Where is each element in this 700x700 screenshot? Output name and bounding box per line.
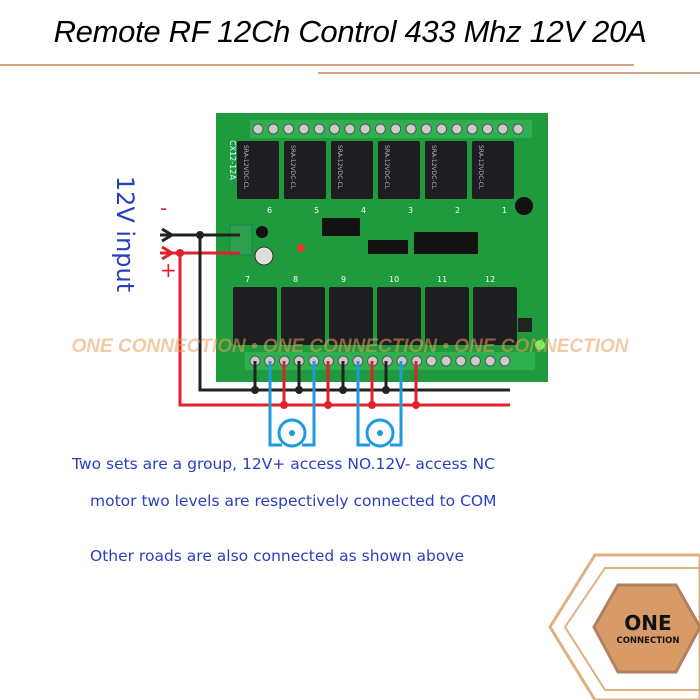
wires	[160, 227, 510, 448]
relay	[329, 287, 373, 345]
relay-board: SRA-12VDC-CL 1 7 SRA-12VDC-CL 2 8 SRA-12VDC-CL…	[216, 113, 548, 382]
logo-text-one: ONE	[624, 611, 671, 635]
motor-wire	[356, 361, 370, 447]
terminal-screw	[390, 123, 402, 135]
terminal-screw	[283, 123, 295, 135]
junction	[176, 249, 184, 257]
chip	[368, 240, 408, 254]
terminal-screw	[497, 123, 509, 135]
watermark: ONE CONNECTION • ONE CONNECTION • ONE CO…	[71, 336, 629, 357]
plus-sign: +	[160, 258, 177, 282]
terminal-screw	[484, 355, 496, 367]
relay	[425, 287, 469, 345]
terminal-screw	[425, 355, 437, 367]
terminal-screw	[267, 123, 279, 135]
channel-number: 9	[341, 275, 346, 284]
divider-line	[0, 64, 634, 66]
terminal-screw	[499, 355, 511, 367]
relay	[237, 141, 279, 199]
relay	[425, 141, 467, 199]
terminal-screw	[436, 123, 448, 135]
logo-text-connection: CONNECTION	[616, 636, 679, 646]
relay	[331, 141, 373, 199]
terminal-screw	[329, 123, 340, 135]
channel-number: 12	[485, 275, 495, 284]
junction	[368, 401, 376, 409]
terminal-screw	[313, 123, 325, 135]
terminal-screw	[344, 123, 356, 135]
motor-shaft	[289, 430, 295, 436]
arrow-icon	[161, 245, 175, 261]
terminal-screw	[455, 355, 467, 367]
relay-label: SRA-12VDC-CL	[336, 145, 343, 190]
minus-sign: -	[160, 196, 168, 220]
terminal-screw	[298, 123, 310, 135]
relay-label: SRA-12VDC-CL	[383, 145, 390, 190]
channel-number: 2	[455, 206, 460, 215]
capacitor	[254, 246, 274, 266]
caption-2: motor two levels are respectively connec…	[90, 492, 497, 510]
terminal-screw	[374, 123, 386, 135]
terminal-screw	[359, 123, 371, 135]
relay-label: SRA-12VDC-CL	[477, 145, 484, 190]
relay	[284, 141, 326, 199]
arrow-icon	[161, 227, 175, 243]
channel-number: 1	[502, 206, 507, 215]
relay	[281, 287, 325, 345]
relay-label: SRA-12VDC-CL	[289, 145, 296, 190]
junction	[339, 386, 347, 394]
relay	[472, 141, 514, 199]
motor-wire	[390, 361, 403, 447]
ir-receiver	[515, 197, 533, 215]
relay-label: SRA-12VDC-CL	[430, 145, 437, 190]
power-terminal	[229, 224, 253, 256]
relay	[377, 287, 421, 345]
logo: ONE CONNECTION	[548, 553, 700, 700]
board-model: CX12-12A	[228, 140, 237, 180]
channel-number: 4	[361, 206, 366, 215]
relay	[473, 287, 517, 345]
junction	[324, 401, 332, 409]
terminal-screw	[420, 123, 432, 135]
status-led	[535, 340, 545, 350]
capacitor	[256, 226, 268, 238]
relay	[378, 141, 420, 199]
terminal-screw	[451, 123, 463, 135]
terminal-screw	[470, 355, 481, 367]
bus-negative	[198, 235, 510, 392]
led	[297, 244, 305, 252]
junction	[412, 401, 420, 409]
divider-line	[318, 72, 700, 74]
motor-shaft	[377, 430, 383, 436]
motor-wire	[268, 361, 282, 447]
channel-number: 8	[293, 275, 298, 284]
product-title: Remote RF 12Ch Control 433 Mhz 12V 20A	[53, 14, 647, 49]
channel-number: 6	[267, 206, 272, 215]
terminal-screw	[482, 123, 493, 135]
terminal-screw	[252, 123, 264, 135]
channel-number: 7	[245, 275, 250, 284]
relay-label: SRA-12VDC-CL	[242, 145, 249, 190]
channel-number: 5	[314, 206, 319, 215]
terminal-screw	[512, 123, 524, 135]
learn-button	[518, 318, 532, 332]
relay	[233, 287, 277, 345]
channel-number: 10	[389, 275, 399, 284]
motor-wire	[302, 361, 316, 447]
junction	[196, 231, 204, 239]
caption-3: Other roads are also connected as shown …	[90, 547, 465, 565]
chip	[322, 218, 360, 236]
terminal-screw	[466, 123, 478, 135]
junction	[251, 386, 259, 394]
channel-number: 3	[408, 206, 413, 215]
junction	[382, 386, 390, 394]
caption-1: Two sets are a group, 12V+ access NO.12V…	[72, 455, 495, 473]
junction	[280, 401, 288, 409]
junction	[295, 386, 303, 394]
input-label: 12V input	[111, 175, 139, 293]
terminal-screw	[440, 355, 452, 367]
microcontroller	[414, 232, 478, 254]
channel-number: 11	[437, 275, 447, 284]
terminal-screw	[405, 123, 417, 135]
